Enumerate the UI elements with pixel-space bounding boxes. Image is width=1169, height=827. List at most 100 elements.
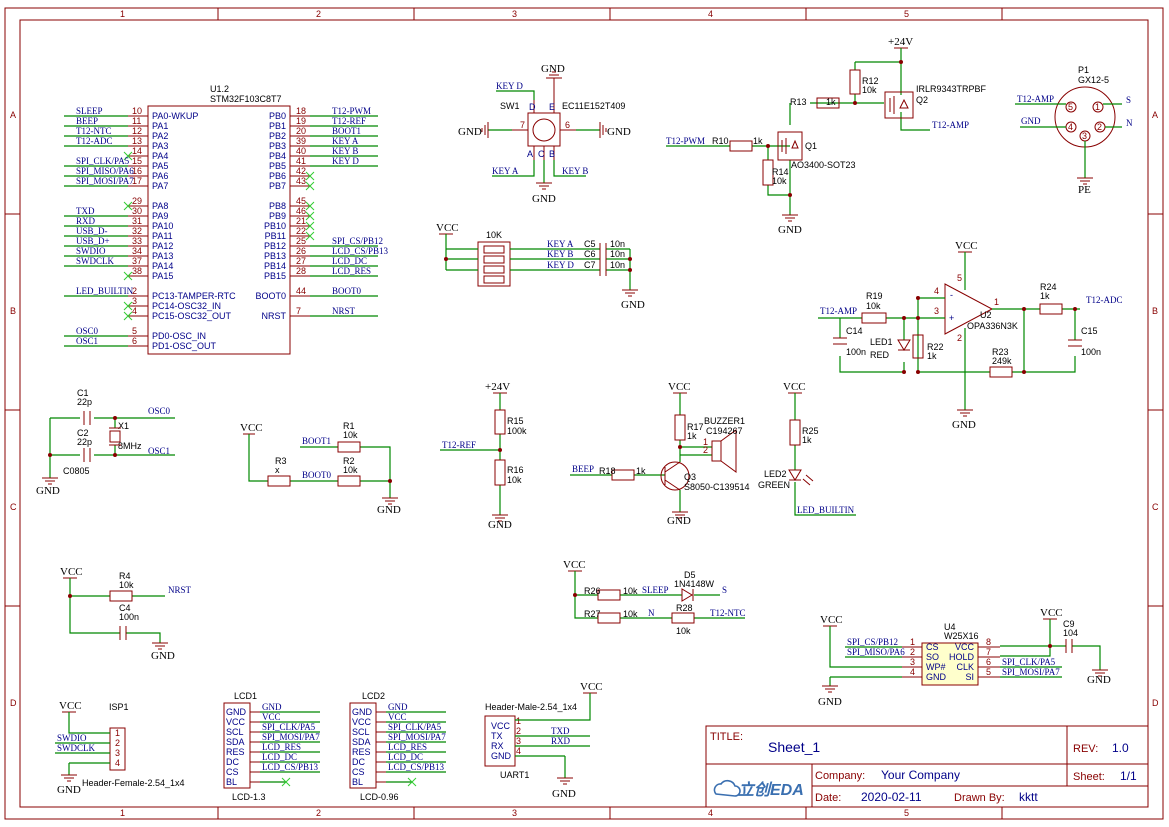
- uart-ref: UART1: [500, 770, 529, 780]
- boot-circuit[interactable]: VCC R3 x R1 10k R2 10k BOOT1 BOOT0 GND: [240, 421, 401, 516]
- flash-pin-name: SI: [965, 672, 974, 682]
- u2-pin-4: 4: [934, 286, 939, 296]
- sw1-pin-e: E: [549, 102, 555, 112]
- mcu-pin-name: PB0: [269, 111, 286, 121]
- net-key-a-sw: KEY A: [492, 166, 519, 176]
- r27-value: 10k: [623, 609, 638, 619]
- vcc-label-flash-right: VCC: [1040, 607, 1063, 619]
- mcu-net-label: LCD_RES: [332, 266, 371, 276]
- vcc-label-opamp: VCC: [955, 240, 978, 252]
- buzzer-pin-2: 2: [703, 445, 708, 455]
- sw1-pin-c: C: [538, 149, 545, 159]
- isp-ref: ISP1: [109, 702, 129, 712]
- p1-pin-1: 1: [1095, 102, 1100, 112]
- r25-ref: R25: [802, 426, 819, 436]
- reset-circuit[interactable]: VCC R4 10k C4 100n NRST GND: [60, 566, 192, 662]
- mcu-net-label: NRST: [332, 306, 356, 316]
- encoder-sw1[interactable]: GND SW1 EC11E152T409 D E A C B 7 6 KEY D…: [458, 63, 631, 205]
- r14-ref: R14: [772, 167, 789, 177]
- rev-label: REV:: [1073, 743, 1098, 755]
- net-t12-ntc-circuit: T12-NTC: [710, 608, 746, 618]
- mcu-pin-name: PA9: [152, 211, 168, 221]
- lcd-pin-name: RES: [226, 747, 245, 757]
- heater-driver[interactable]: +24V R12 10k R13 1k R10 1k R14 10k Q1 AO…: [666, 36, 987, 236]
- mcu-pin-number: 38: [132, 266, 142, 276]
- flash-pin-number: 3: [910, 657, 915, 667]
- p1-label-n: N: [1126, 118, 1133, 128]
- title-label: TITLE:: [710, 731, 743, 743]
- v24-label-tref: +24V: [485, 381, 510, 393]
- r17-value: 1k: [687, 431, 697, 441]
- gnd-label-isp: GND: [57, 784, 81, 796]
- lcd1-value: LCD-1.3: [232, 792, 266, 802]
- connector-p1[interactable]: P1 GX12-5 5 1 4 2 3 T12-AMP GND S N PE: [1015, 65, 1133, 196]
- q3-value: S8050-C139514: [684, 482, 750, 492]
- lcd-pin-name: DC: [352, 757, 365, 767]
- mcu-pin-name: PB12: [264, 241, 286, 251]
- lcd-pin-name: SCL: [352, 727, 370, 737]
- mcu-pin-number: 3: [132, 296, 137, 306]
- r23-value: 249k: [992, 356, 1012, 366]
- no-connect-mark: [305, 171, 315, 181]
- mcu-pin-number: 22: [296, 226, 306, 236]
- gnd-label-debounce: GND: [621, 299, 645, 311]
- mcu-pin-name: PD0-OSC_IN: [152, 331, 206, 341]
- r4-ref: R4: [119, 571, 131, 581]
- buzzer-circuit[interactable]: VCC 1 2 BUZZER1 C194267 R17 1k R18 1k Q3…: [570, 381, 750, 527]
- mcu-pin-name: PD1-OSC_OUT: [152, 341, 217, 351]
- opamp-circuit[interactable]: VCC - + 4 3 5 1 2 U2 OPA336N3K R19 10k R…: [818, 240, 1123, 431]
- mcu-pin-number: 43: [296, 176, 306, 186]
- r2-value: 10k: [343, 465, 358, 475]
- mcu-net-label: LCD_DC: [332, 256, 367, 266]
- r17-ref: R17: [687, 422, 704, 432]
- mcu-net-label: BOOT0: [332, 286, 361, 296]
- mcu-net-label: KEY A: [332, 136, 359, 146]
- no-connect-mark: [123, 301, 133, 311]
- r19-ref: R19: [866, 291, 883, 301]
- mcu-pin-number: 15: [132, 156, 142, 166]
- mcu-net-label: SPI_CLK/PA5: [76, 156, 130, 166]
- sleep-ntc-circuit[interactable]: VCC R26 10k R27 10k R28 10k D5 1N4148W S…: [563, 559, 746, 636]
- q2-value: IRLR9343TRPBF: [916, 84, 987, 94]
- vcc-label-sleep: VCC: [563, 559, 586, 571]
- mcu-net-label: SPI_MOSI/PA7: [76, 176, 134, 186]
- mcu-pin-name: PA7: [152, 181, 168, 191]
- lcd2-value: LCD-0.96: [360, 792, 399, 802]
- led2-value: GREEN: [758, 480, 790, 490]
- mcu-pin-number: 11: [132, 116, 141, 126]
- lcd-net-label: SPI_MOSI/PA7: [388, 732, 446, 742]
- sw1-pin-7: 7: [520, 120, 525, 130]
- mcu-pin-number: 6: [132, 336, 137, 346]
- u2-pin-2: 2: [957, 333, 962, 343]
- tref-divider[interactable]: +24V R15 100k R16 10k T12-REF GND: [440, 381, 527, 531]
- zone-bottom-5: 5: [904, 808, 909, 818]
- c9-ref: C9: [1063, 619, 1075, 629]
- sw1-pin-a: A: [527, 149, 533, 159]
- c2-value: 22p: [77, 437, 92, 447]
- r4-value: 10k: [119, 580, 134, 590]
- net-led-builtin-led2: LED_BUILTIN: [797, 505, 855, 515]
- mcu-pin-number: 20: [296, 126, 306, 136]
- lcd2-ref: LCD2: [362, 691, 385, 701]
- r26-value: 10k: [623, 586, 638, 596]
- gnd-label-reset: GND: [151, 650, 175, 662]
- isp-header[interactable]: ISP1 1 2 3 4 VCC SWDIO SWDCLK GND Header…: [55, 700, 185, 796]
- led2-circuit[interactable]: VCC R25 1k LED2 GREEN LED_BUILTIN: [758, 381, 856, 516]
- mcu-pin-number: 12: [132, 126, 142, 136]
- vcc-label-buzzer: VCC: [668, 381, 691, 393]
- crystal-circuit[interactable]: C1 22p C2 22p X1 8MHz C0805 OSC0 OSC1 GN…: [36, 388, 175, 497]
- u2-value: OPA336N3K: [967, 321, 1018, 331]
- net-nrst-reset: NRST: [168, 585, 192, 595]
- mcu-pin-number: 27: [296, 256, 306, 266]
- flash-pin-number: 2: [910, 647, 915, 657]
- mcu-pin-name: PC14-OSC32_IN: [152, 301, 221, 311]
- mcu-pin-name: PC15-OSC32_OUT: [152, 311, 232, 321]
- mcu-pin-number: 18: [296, 106, 306, 116]
